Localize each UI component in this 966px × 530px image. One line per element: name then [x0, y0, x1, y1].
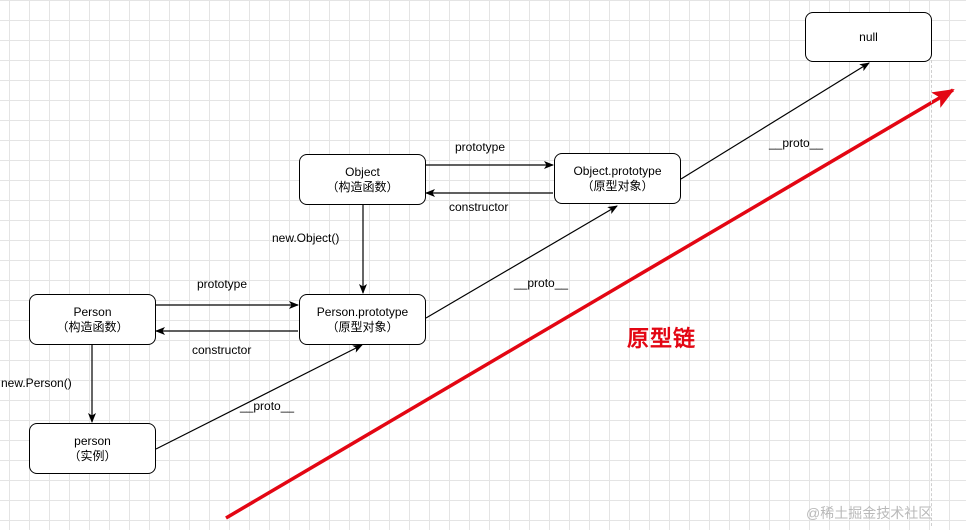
edge-proto-person-proto — [425, 205, 618, 319]
node-sublabel: （原型对象） — [581, 178, 654, 193]
node-sublabel: （构造函数） — [56, 319, 129, 334]
label-new-object: new.Object() — [272, 231, 340, 245]
node-null: null — [805, 12, 932, 62]
edge-proto-object-proto — [680, 62, 870, 180]
label-object-constructor: constructor — [449, 200, 509, 214]
label-proto-object-prototype: __proto__ — [769, 136, 824, 150]
node-object-prototype: Object.prototype （原型对象） — [554, 153, 681, 204]
node-sublabel: （原型对象） — [326, 319, 399, 334]
prototype-chain-label: 原型链 — [627, 326, 697, 352]
watermark: @稀土掘金技术社区 — [806, 505, 933, 521]
node-null-label: null — [859, 29, 878, 44]
label-new-person: new.Person() — [1, 376, 72, 390]
prototype-chain-arrow — [225, 88, 955, 520]
node-object-constructor: Object （构造函数） — [299, 154, 426, 205]
node-label: person — [74, 433, 111, 448]
label-person-constructor: constructor — [192, 343, 252, 357]
label-object-prototype: prototype — [455, 140, 506, 154]
node-label: Person.prototype — [316, 304, 409, 319]
canvas-border — [931, 60, 932, 526]
node-label: Person — [73, 304, 112, 319]
node-person-instance: person （实例） — [29, 423, 156, 474]
node-label: Object.prototype — [573, 163, 662, 178]
label-person-prototype: prototype — [197, 277, 248, 291]
label-proto-person-prototype: __proto__ — [514, 276, 569, 290]
node-sublabel: （构造函数） — [326, 179, 399, 194]
node-person-constructor: Person （构造函数） — [29, 294, 156, 345]
label-proto-instance: __proto__ — [240, 399, 295, 413]
node-sublabel: （实例） — [68, 448, 117, 463]
edge-proto-person-inst — [155, 344, 363, 450]
node-label: Object — [345, 164, 380, 179]
node-person-prototype: Person.prototype （原型对象） — [299, 294, 426, 345]
